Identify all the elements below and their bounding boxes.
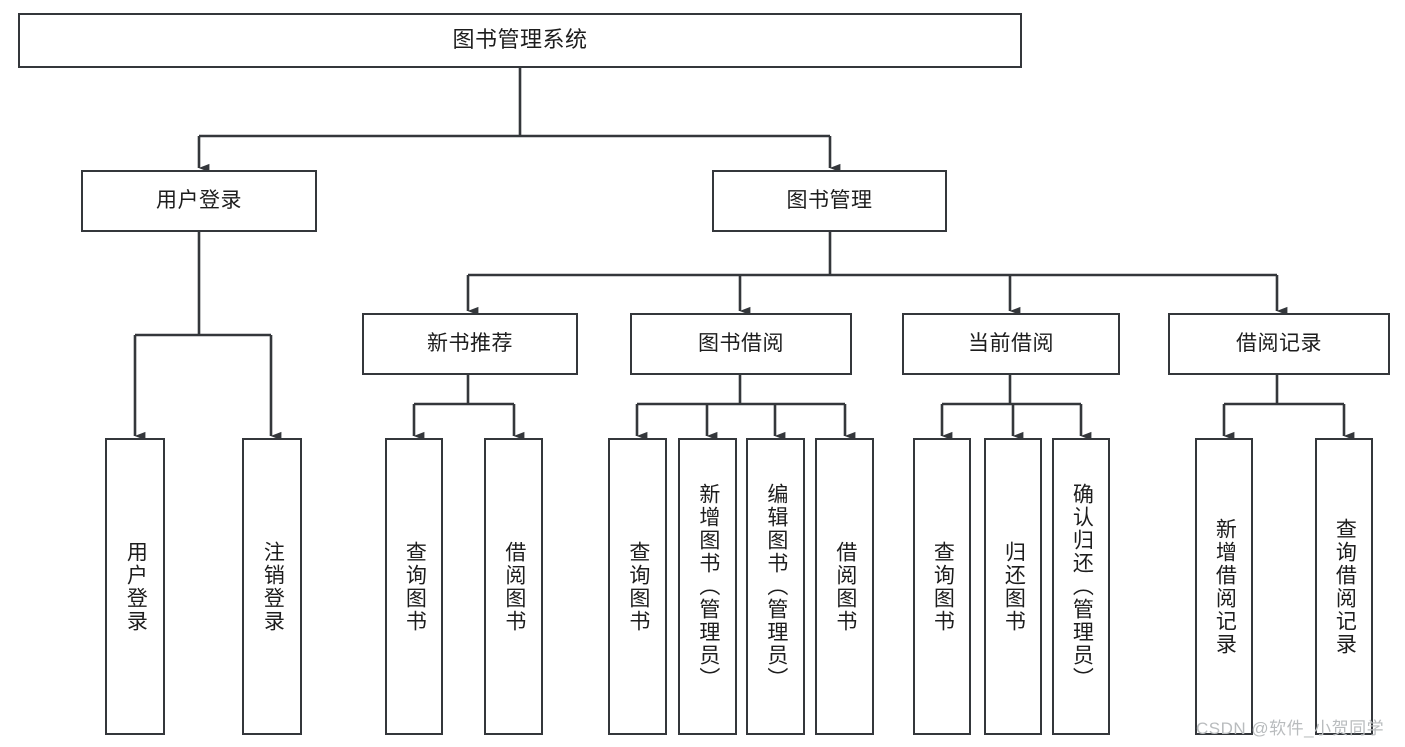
node-label: 查询图书	[626, 540, 650, 633]
node-label: 借阅记录	[1236, 332, 1322, 356]
leaf-borrow-book-recommend[interactable]: 借阅图书	[484, 438, 543, 735]
leaf-user-logout[interactable]: 注销登录	[242, 438, 302, 735]
node-book-borrow[interactable]: 图书借阅	[630, 313, 852, 375]
leaf-query-book-borrow[interactable]: 查询图书	[608, 438, 667, 735]
leaf-query-borrow-record[interactable]: 查询借阅记录	[1315, 438, 1373, 735]
leaf-user-login[interactable]: 用户登录	[105, 438, 165, 735]
leaf-query-book-recommend[interactable]: 查询图书	[385, 438, 443, 735]
csdn-watermark: CSDN @软件_小贺同学	[1196, 719, 1385, 738]
node-root-system[interactable]: 图书管理系统	[18, 13, 1022, 68]
node-label: 新增借阅记录	[1213, 517, 1237, 656]
leaf-return-book[interactable]: 归还图书	[984, 438, 1042, 735]
leaf-edit-book-admin[interactable]: 编辑图书（管理员）	[746, 438, 805, 735]
node-label: 借阅图书	[502, 540, 526, 633]
node-label: 图书借阅	[698, 332, 784, 356]
node-borrow-record[interactable]: 借阅记录	[1168, 313, 1390, 375]
node-label: 查询借阅记录	[1333, 517, 1357, 656]
node-label: 新书推荐	[427, 332, 513, 356]
node-label: 新增图书（管理员）	[696, 483, 720, 690]
node-label: 图书管理	[786, 189, 873, 213]
node-user-login[interactable]: 用户登录	[81, 170, 317, 232]
node-label: 借阅图书	[833, 540, 857, 633]
node-label: 编辑图书（管理员）	[764, 483, 788, 690]
node-label: 确认归还（管理员）	[1070, 483, 1094, 690]
leaf-query-book-current[interactable]: 查询图书	[913, 438, 971, 735]
leaf-add-book-admin[interactable]: 新增图书（管理员）	[678, 438, 737, 735]
leaf-borrow-book[interactable]: 借阅图书	[815, 438, 874, 735]
node-label: 查询图书	[931, 540, 955, 633]
node-label: 用户登录	[156, 189, 242, 213]
node-new-book-recommend[interactable]: 新书推荐	[362, 313, 578, 375]
leaf-confirm-return-admin[interactable]: 确认归还（管理员）	[1052, 438, 1110, 735]
node-label: 查询图书	[403, 540, 427, 633]
node-label: 归还图书	[1002, 540, 1026, 633]
node-label: 注销登录	[261, 540, 285, 633]
node-book-management[interactable]: 图书管理	[712, 170, 947, 232]
leaf-add-borrow-record[interactable]: 新增借阅记录	[1195, 438, 1253, 735]
node-current-borrow[interactable]: 当前借阅	[902, 313, 1120, 375]
node-label: 用户登录	[124, 540, 148, 633]
node-label: 图书管理系统	[452, 27, 588, 53]
node-label: 当前借阅	[968, 332, 1054, 356]
